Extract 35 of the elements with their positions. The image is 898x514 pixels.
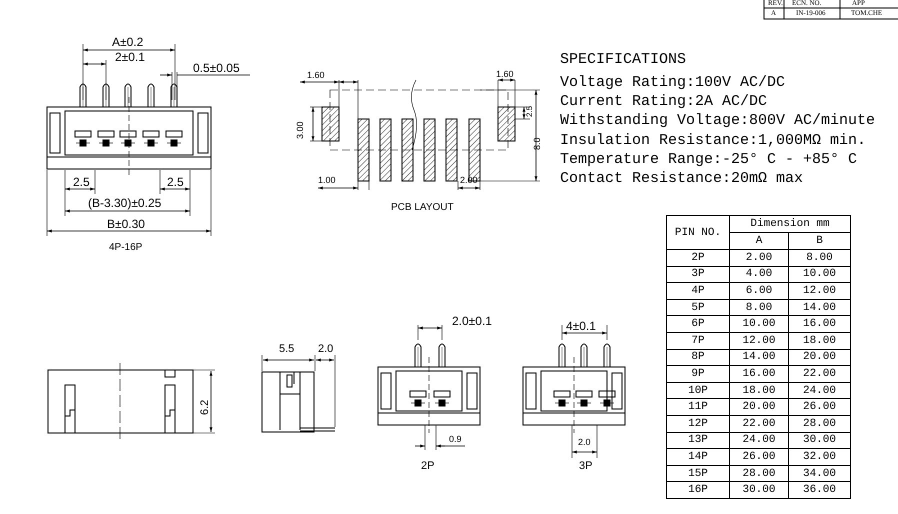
dimension-label: 1.60 (496, 70, 514, 79)
specification-line: Current Rating:2A AC/DC (560, 94, 768, 110)
specification-line: Withstanding Voltage:800V AC/minute (560, 113, 876, 128)
dimension-label: (B-3.30)±0.25 (88, 197, 162, 209)
dimension-label: 2.5 (526, 106, 534, 117)
specification-line: Contact Resistance:20mΩ max (560, 171, 804, 186)
dimension-label: 2.5 (167, 176, 184, 188)
dimension-label: 2±0.1 (115, 51, 145, 63)
dimension-label: 6.2 (200, 400, 211, 415)
dimension-label: 0.9 (449, 435, 462, 444)
table-cell: 36.00 (788, 481, 851, 499)
dimension-label: 0.5±0.05 (193, 62, 240, 74)
header-cell: PIN NO. (666, 215, 730, 250)
dimension-label: 5.5 (279, 344, 294, 355)
dimension-label: B±0.30 (107, 218, 145, 230)
dimension-label: 1.60 (307, 71, 325, 80)
dimension-label: 2.0 (578, 438, 591, 447)
dimension-label: 2.5 (73, 176, 90, 188)
view-caption: 3P (579, 461, 592, 472)
dimension-label: 4±0.1 (566, 320, 596, 332)
dimension-label: 2.0±0.1 (452, 315, 492, 327)
specification-heading: SPECIFICATIONS (560, 52, 686, 67)
dimension-label: A±0.2 (112, 36, 144, 48)
dimension-label: 3.00 (296, 121, 305, 139)
specification-line: Temperature Range:-25° C - +85° C (560, 152, 858, 167)
dimension-label: 2.0 (318, 344, 334, 355)
view-caption: 2P (421, 461, 434, 472)
dimension-label: 8.0 (533, 137, 542, 150)
view-caption: 4P-16P (109, 243, 142, 253)
view-caption: PCB LAYOUT (391, 203, 454, 213)
specification-line: Voltage Rating:100V AC/DC (560, 75, 786, 90)
specification-line: Insulation Resistance:1,000MΩ min. (560, 132, 866, 148)
dimension-label: 1.00 (318, 176, 336, 185)
header-cell: Dimension mm (729, 215, 851, 233)
table-cell: 16P (666, 481, 730, 499)
